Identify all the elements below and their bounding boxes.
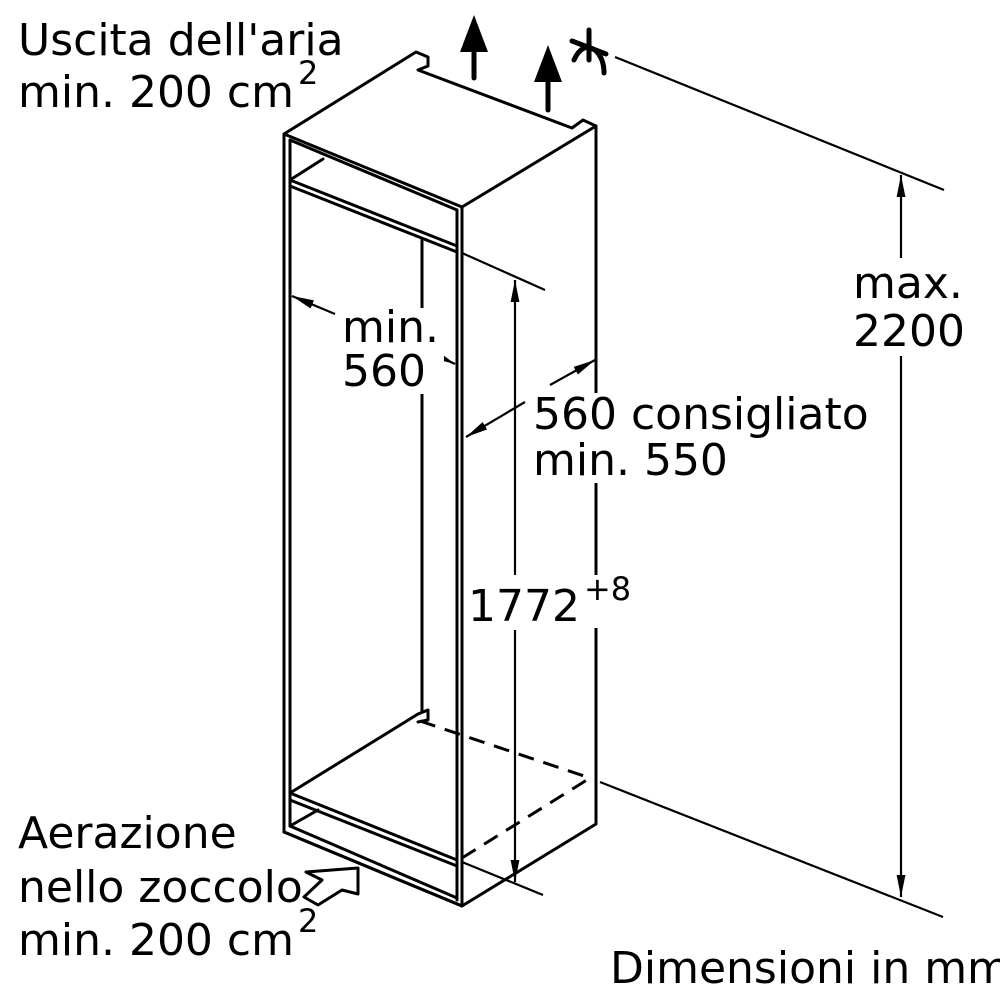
niche-height-tolerance: +8 (584, 570, 631, 608)
air-inlet-arrow-icon (302, 866, 360, 907)
depth-dimension-arrow-front (465, 401, 526, 438)
air-outlet-area: min. 200 cm (18, 67, 294, 118)
depth-dimension-arrow-back (549, 359, 596, 386)
air-outlet-label: Uscita dell'aria (18, 15, 344, 66)
width-dimension-arrow-left (291, 294, 336, 316)
niche-width-label: min. (342, 302, 439, 353)
niche-height-value: 1772 (468, 581, 580, 632)
max-height-label: max. (853, 258, 963, 309)
depth-recommended: 560 consigliato (533, 389, 869, 440)
extension-lines (461, 55, 945, 919)
niche-width-value: 560 (342, 346, 426, 397)
plinth-vent-label: Aerazione (18, 808, 237, 859)
air-outlet-superscript: 2 (298, 54, 318, 92)
plinth-vent-area: min. 200 cm (18, 915, 294, 966)
depth-minimum: min. 550 (533, 435, 728, 486)
air-flow-up-arrow-icon (460, 15, 488, 81)
units-note: Dimensioni in mm (610, 943, 1000, 994)
plinth-vent-superscript: 2 (298, 902, 318, 940)
plinth-vent-label-2: nello zoccolo (18, 862, 303, 913)
max-height-value: 2200 (853, 306, 965, 357)
power-plug-icon (569, 27, 609, 76)
air-flow-up-arrow-icon (534, 45, 562, 113)
